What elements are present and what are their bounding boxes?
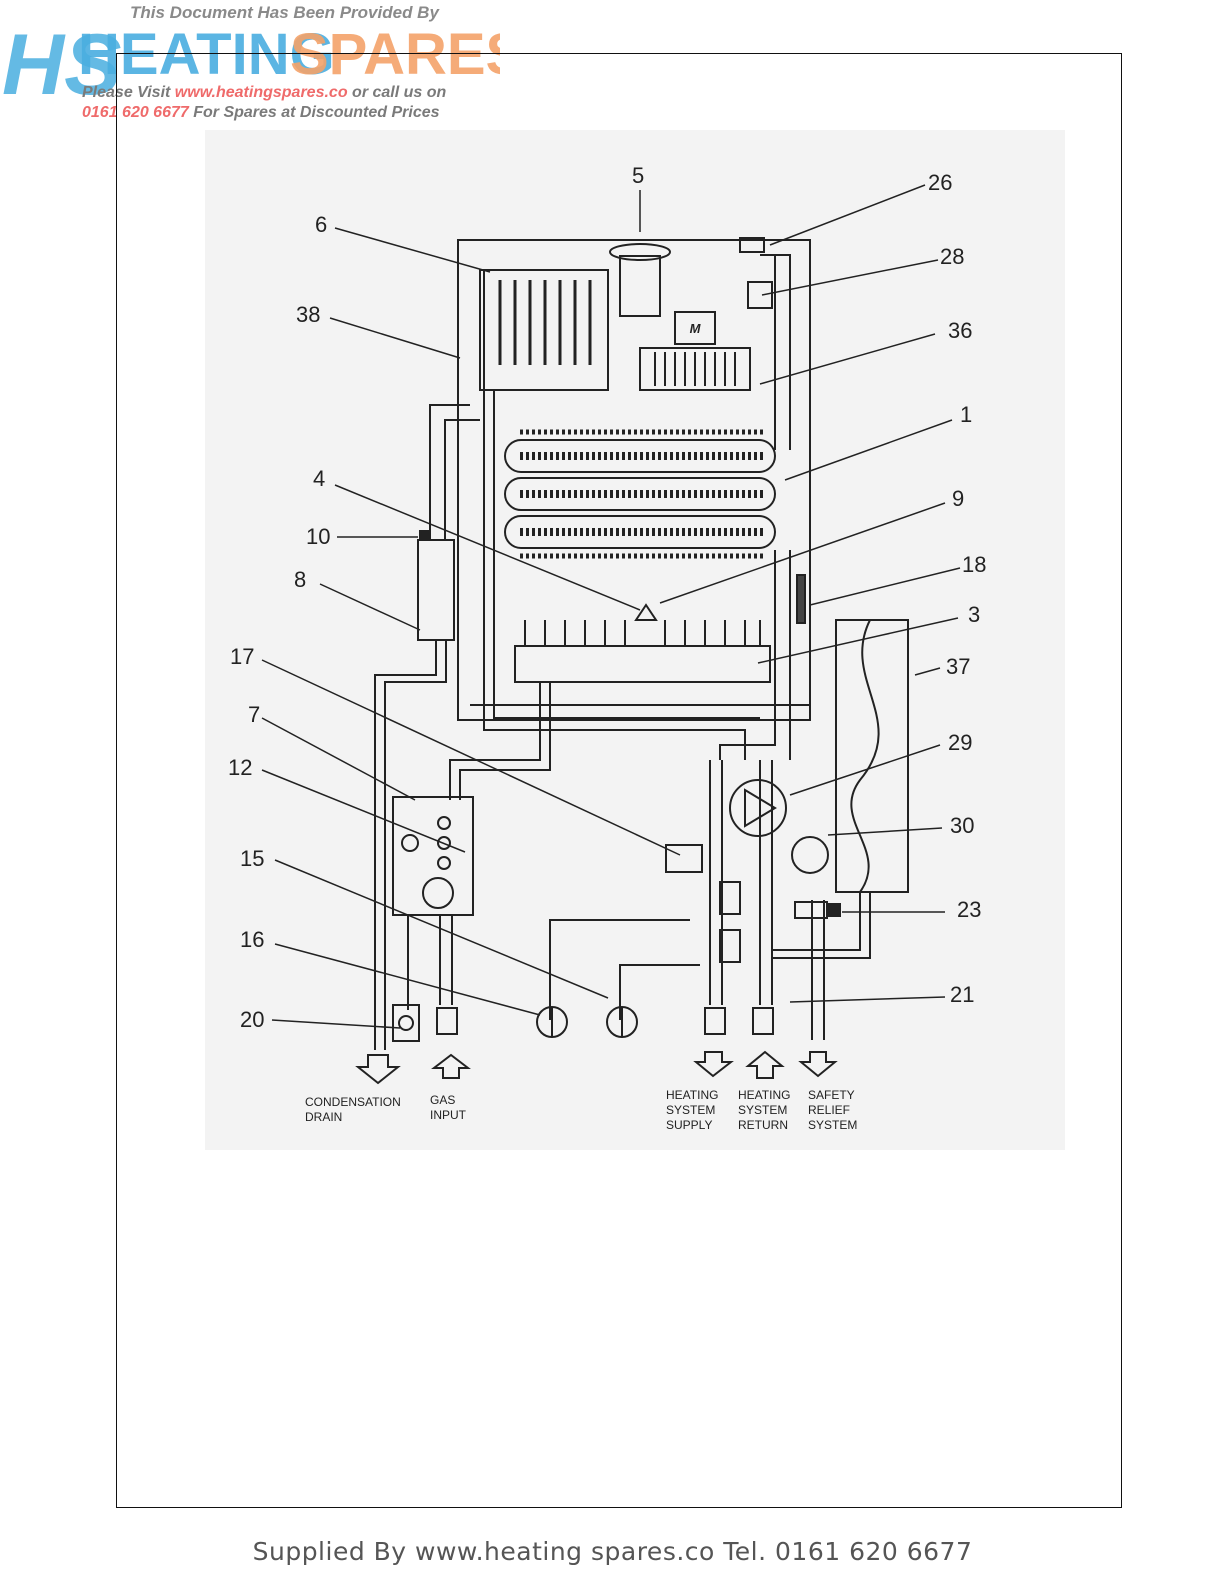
- logo-heating: HEATING: [78, 22, 335, 87]
- label-relief-1: SAFETY: [808, 1088, 855, 1102]
- callout-15: 15: [240, 846, 264, 871]
- arrow-relief-down: [798, 1051, 838, 1078]
- callout-1: 1: [960, 402, 972, 427]
- page-frame: [116, 53, 1122, 1508]
- label-return-1: HEATING: [738, 1088, 790, 1102]
- callout-16: 16: [240, 927, 264, 952]
- air-vent: [739, 237, 765, 253]
- label-condensation-2: DRAIN: [305, 1110, 342, 1124]
- flue-outlet: [609, 243, 671, 261]
- ignition-electrode: [634, 603, 658, 621]
- burner: [514, 645, 771, 683]
- visit-prefix: Please Visit: [82, 84, 175, 101]
- callout-21: 21: [950, 982, 974, 1007]
- callout-8: 8: [294, 567, 306, 592]
- callout-29: 29: [948, 730, 972, 755]
- callout-3: 3: [968, 602, 980, 627]
- callout-38: 38: [296, 302, 320, 327]
- trap-cap: [419, 530, 429, 540]
- phone-suffix: For Spares at Discounted Prices: [188, 104, 440, 121]
- fan-housing: [639, 347, 751, 391]
- callout-17: 17: [230, 644, 254, 669]
- callout-5: 5: [632, 163, 644, 188]
- pump: [729, 779, 787, 837]
- arrow-supply-down: [693, 1051, 734, 1078]
- banner-phone-line: 0161 620 6677 For Spares at Discounted P…: [82, 104, 440, 122]
- watermark-banner: This Document Has Been Provided By HS HE…: [0, 0, 500, 130]
- callout-30: 30: [950, 813, 974, 838]
- arrow-return-up: [745, 1050, 785, 1079]
- label-relief-3: SYSTEM: [808, 1118, 857, 1132]
- callout-4: 4: [313, 466, 325, 491]
- callout-23: 23: [957, 897, 981, 922]
- visit-url[interactable]: www.heatingspares.co: [174, 84, 348, 101]
- label-supply-2: SYSTEM: [666, 1103, 715, 1117]
- callout-28: 28: [940, 244, 964, 269]
- banner-phone: 0161 620 6677: [82, 104, 189, 121]
- flue-duct: [619, 255, 661, 317]
- logo-spares: SPARES: [290, 22, 500, 87]
- vessel-diaphragm: [850, 619, 880, 893]
- callout-37: 37: [946, 654, 970, 679]
- arrow-gas-up: [431, 1053, 471, 1079]
- heat-exchanger-box: [479, 269, 609, 391]
- return-valve: [752, 1007, 774, 1035]
- heat-exchanger-fins: [498, 280, 592, 365]
- fan-blades: [654, 352, 736, 386]
- motor-label: M: [690, 321, 702, 336]
- label-gas-1: GAS: [430, 1093, 455, 1107]
- pressure-switch: [747, 281, 773, 309]
- fan-motor: [674, 311, 716, 345]
- control-box: [665, 844, 703, 873]
- label-gas-2: INPUT: [430, 1108, 467, 1122]
- boiler-casing: [457, 239, 811, 721]
- gas-valve: [392, 796, 474, 916]
- callout-6: 6: [315, 212, 327, 237]
- scan-background: [205, 130, 1065, 1150]
- leader-lines: [261, 184, 961, 1029]
- callout-9: 9: [952, 486, 964, 511]
- heating-spares-logo: HS HEATING SPARES: [2, 17, 500, 104]
- arrow-condensation-down: [355, 1054, 401, 1085]
- pressure-gauge: [791, 836, 829, 874]
- pipework: [374, 254, 871, 1050]
- label-condensation-1: CONDENSATION: [305, 1095, 401, 1109]
- exchanger-coils: [504, 429, 776, 559]
- label-supply-3: SUPPLY: [666, 1118, 712, 1132]
- label-supply-1: HEATING: [666, 1088, 718, 1102]
- callout-7: 7: [248, 702, 260, 727]
- banner-tagline: This Document Has Been Provided By: [130, 3, 439, 22]
- callout-10: 10: [306, 524, 330, 549]
- sensor: [796, 574, 806, 624]
- label-relief-2: RELIEF: [808, 1103, 850, 1117]
- gas-valve-coil: [422, 877, 454, 909]
- banner-visit-line: Please Visit www.heatingspares.co or cal…: [82, 84, 446, 102]
- visit-suffix: or call us on: [347, 84, 447, 101]
- callout-20: 20: [240, 1007, 264, 1032]
- label-return-3: RETURN: [738, 1118, 788, 1132]
- supply-valve: [704, 1007, 726, 1035]
- drain-fitting: [392, 1004, 420, 1042]
- label-return-2: SYSTEM: [738, 1103, 787, 1117]
- footer-supplied-by: Supplied By www.heating spares.co Tel. 0…: [252, 1537, 973, 1566]
- callout-12: 12: [228, 755, 252, 780]
- callout-26: 26: [928, 170, 952, 195]
- callout-36: 36: [948, 318, 972, 343]
- gas-cock: [436, 1007, 458, 1035]
- callout-18: 18: [962, 552, 986, 577]
- burner-jets: [524, 620, 761, 646]
- logo-hs: HS: [2, 17, 121, 104]
